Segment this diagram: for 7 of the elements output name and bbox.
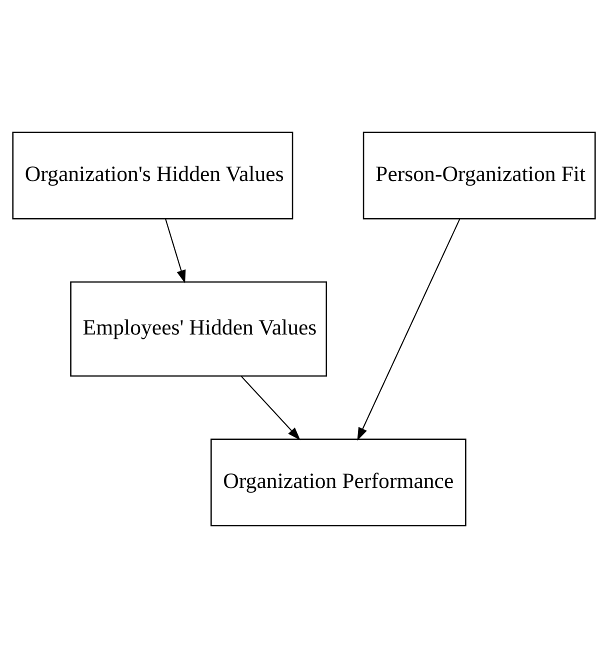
arrow [240,375,300,440]
node-box: Employees' Hidden Values [70,280,328,376]
arrow [164,218,186,283]
arrow [357,218,460,440]
node-box: Person-Organization Fit [362,131,596,219]
node-box: Organization's Hidden Values [12,131,294,219]
node-box: Organization Performance [210,438,466,526]
